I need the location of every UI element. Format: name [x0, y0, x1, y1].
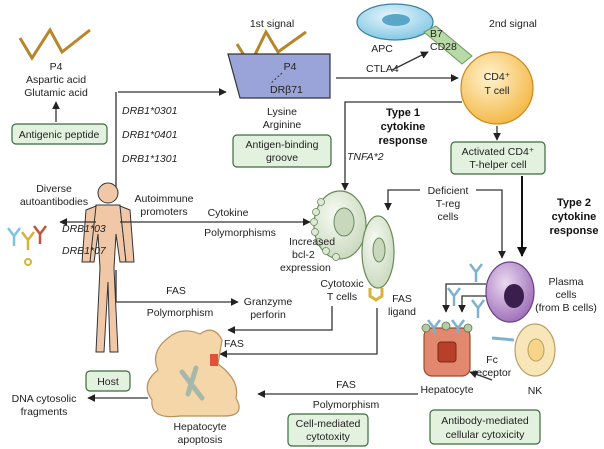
p4-label-left: P4 [50, 61, 63, 73]
type2-label-1: Type 2 [557, 197, 591, 209]
antibody-mediated-box [429, 409, 541, 445]
aspartic-acid-label: Aspartic acid [26, 74, 86, 86]
plasma-label-1: Plasma [548, 276, 583, 288]
deficient-label: Deficient [428, 185, 469, 197]
fc-label-2: receptor [473, 367, 512, 379]
host-box [85, 370, 131, 392]
antigen-binding-groove-box [232, 134, 332, 168]
hep-apoptosis-label-2: apoptosis [178, 434, 223, 446]
cd28-label: CD28 [430, 41, 457, 53]
activated-cd4-box [450, 141, 546, 175]
cd4-t-cell [460, 51, 534, 125]
fc-label-1: Fc [486, 354, 498, 366]
drb71-label: DRβ71 [270, 84, 303, 96]
first-signal-label: 1st signal [250, 18, 294, 30]
treg-label: T-reg [436, 198, 461, 210]
drb1-0301-label: DRB1*0301 [122, 105, 177, 117]
lysine-label: Lysine [267, 106, 297, 118]
drb1-03-label: DRB1*03 [62, 223, 106, 235]
plasma-label-3: (from B cells) [535, 302, 597, 314]
tnfa2-label: TNFA*2 [347, 151, 384, 163]
drb1-07-label: DRB1*07 [62, 245, 107, 257]
polymorphism-label-1: Polymorphism [147, 307, 214, 319]
host-figure [81, 182, 135, 353]
fas-label-3: FAS [336, 379, 356, 391]
activated-box-line2: T-helper cell [469, 159, 526, 171]
fas-ligand-label-2: ligand [388, 306, 416, 318]
groove-box-line2: groove [266, 152, 298, 164]
cytokine-label: Cytokine [208, 207, 249, 219]
type2-label-2: cytokine [552, 211, 597, 223]
host-text: Host [97, 376, 119, 388]
cells-label: cells [437, 211, 458, 223]
autoimmune-label: Autoimmune [135, 193, 194, 205]
diverse-label: Diverse [36, 183, 72, 195]
t-cell-label: T cell [485, 85, 510, 97]
hep-apoptosis-label-1: Hepatocyte [173, 421, 226, 433]
antibody-shapes [447, 263, 485, 318]
antibody-mediated-line2: cellular cytoxicity [446, 429, 526, 441]
apc-label: APC [371, 43, 393, 55]
nk-label: NK [528, 385, 543, 397]
groove-box-line1: Antigen-binding [246, 139, 319, 151]
drb1-1301-label: DRB1*1301 [122, 153, 177, 165]
increased-label: Increased [289, 236, 335, 248]
arginine-label: Arginine [263, 119, 302, 131]
fas-label-2: FAS [224, 338, 244, 350]
cell-mediated-line1: Cell-mediated [296, 418, 361, 430]
type1-label-2: cytokine [381, 121, 426, 133]
activated-box-line1: Activated CD4⁺ [462, 146, 535, 158]
promoters-label: promoters [140, 206, 187, 218]
expression-label: expression [280, 262, 331, 274]
type1-label-1: Type 1 [386, 107, 420, 119]
cd4-label: CD4⁺ [484, 71, 511, 83]
antigenic-peptide-shape [18, 27, 91, 61]
polymorphism-label-2: Polymorphism [313, 399, 380, 411]
plasma-label-2: cells [555, 289, 576, 301]
granzyme-label: Granzyme [244, 296, 293, 308]
b7-label: B7 [430, 28, 443, 40]
t-cells-label: T cells [327, 291, 357, 303]
ctla4-label: CTLA4 [366, 63, 399, 75]
autoantibodies-label: autoantibodies [20, 196, 88, 208]
dna-label-1: DNA cytosolic [12, 393, 77, 405]
antigenic-peptide-text: Antigenic peptide [19, 129, 100, 141]
glutamic-acid-label: Glutamic acid [24, 87, 88, 99]
polymorphisms-label: Polymorphisms [204, 227, 276, 239]
dna-label-2: fragments [21, 406, 68, 418]
antibody-mediated-line1: Antibody-mediated [441, 415, 529, 427]
p4-groove-label: P4 [284, 61, 297, 73]
second-signal-label: 2nd signal [489, 18, 537, 30]
cell-mediated-line2: cytotoxity [306, 431, 351, 443]
bcl2-label: bcl-2 [292, 249, 315, 261]
cell-mediated-box [287, 413, 369, 447]
drb1-0401-label: DRB1*0401 [122, 129, 177, 141]
hepatocyte-label: Hepatocyte [420, 384, 473, 396]
cytotoxic-label: Cytotoxic [320, 278, 363, 290]
type2-label-3: response [550, 225, 599, 237]
type1-label-3: response [379, 135, 428, 147]
perforin-label: perforin [250, 309, 286, 321]
fas-label-1: FAS [166, 285, 186, 297]
autoantibodies-shapes [7, 225, 47, 266]
fas-ligand-label-1: FAS [392, 293, 412, 305]
antigenic-peptide-box [11, 123, 108, 145]
